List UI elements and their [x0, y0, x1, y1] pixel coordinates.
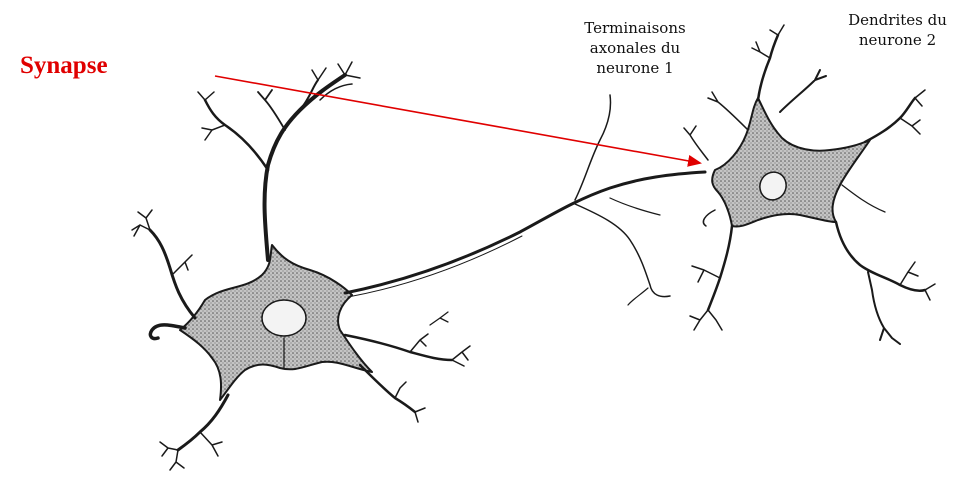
dendrites-line-2: neurone 2 — [815, 30, 980, 50]
axon-terminals-line-3: neurone 1 — [540, 58, 730, 78]
axon-terminals-label: Terminaisons axonales du neurone 1 — [540, 18, 730, 78]
neuron-2-dendrite-top — [758, 35, 778, 100]
neuron-2-dendrite-right-upper — [865, 98, 915, 142]
synapse-arrow — [215, 76, 700, 163]
neuron-1 — [132, 62, 705, 470]
axon-collateral-upper — [575, 95, 611, 200]
axon-terminals-line-2: axonales du — [540, 38, 730, 58]
axon-collateral-lower — [575, 204, 670, 297]
neuron-2-dendrite-lower-right — [836, 222, 925, 291]
axon-terminals-line-1: Terminaisons — [540, 18, 730, 38]
dendrites-line-1: Dendrites du — [815, 10, 980, 30]
neuron-2-dendrite-lower — [708, 226, 732, 310]
neuron-1-dendrite-hook — [150, 325, 185, 339]
neuron-1-dendrite-lower-right — [360, 365, 415, 412]
neuron-1-axon — [345, 172, 705, 293]
neuron-1-dendrite-right — [345, 335, 452, 360]
dendrites-label: Dendrites du neurone 2 — [815, 10, 980, 50]
synapse-label: Synapse — [20, 52, 108, 80]
neuron-1-nucleus — [262, 300, 306, 336]
